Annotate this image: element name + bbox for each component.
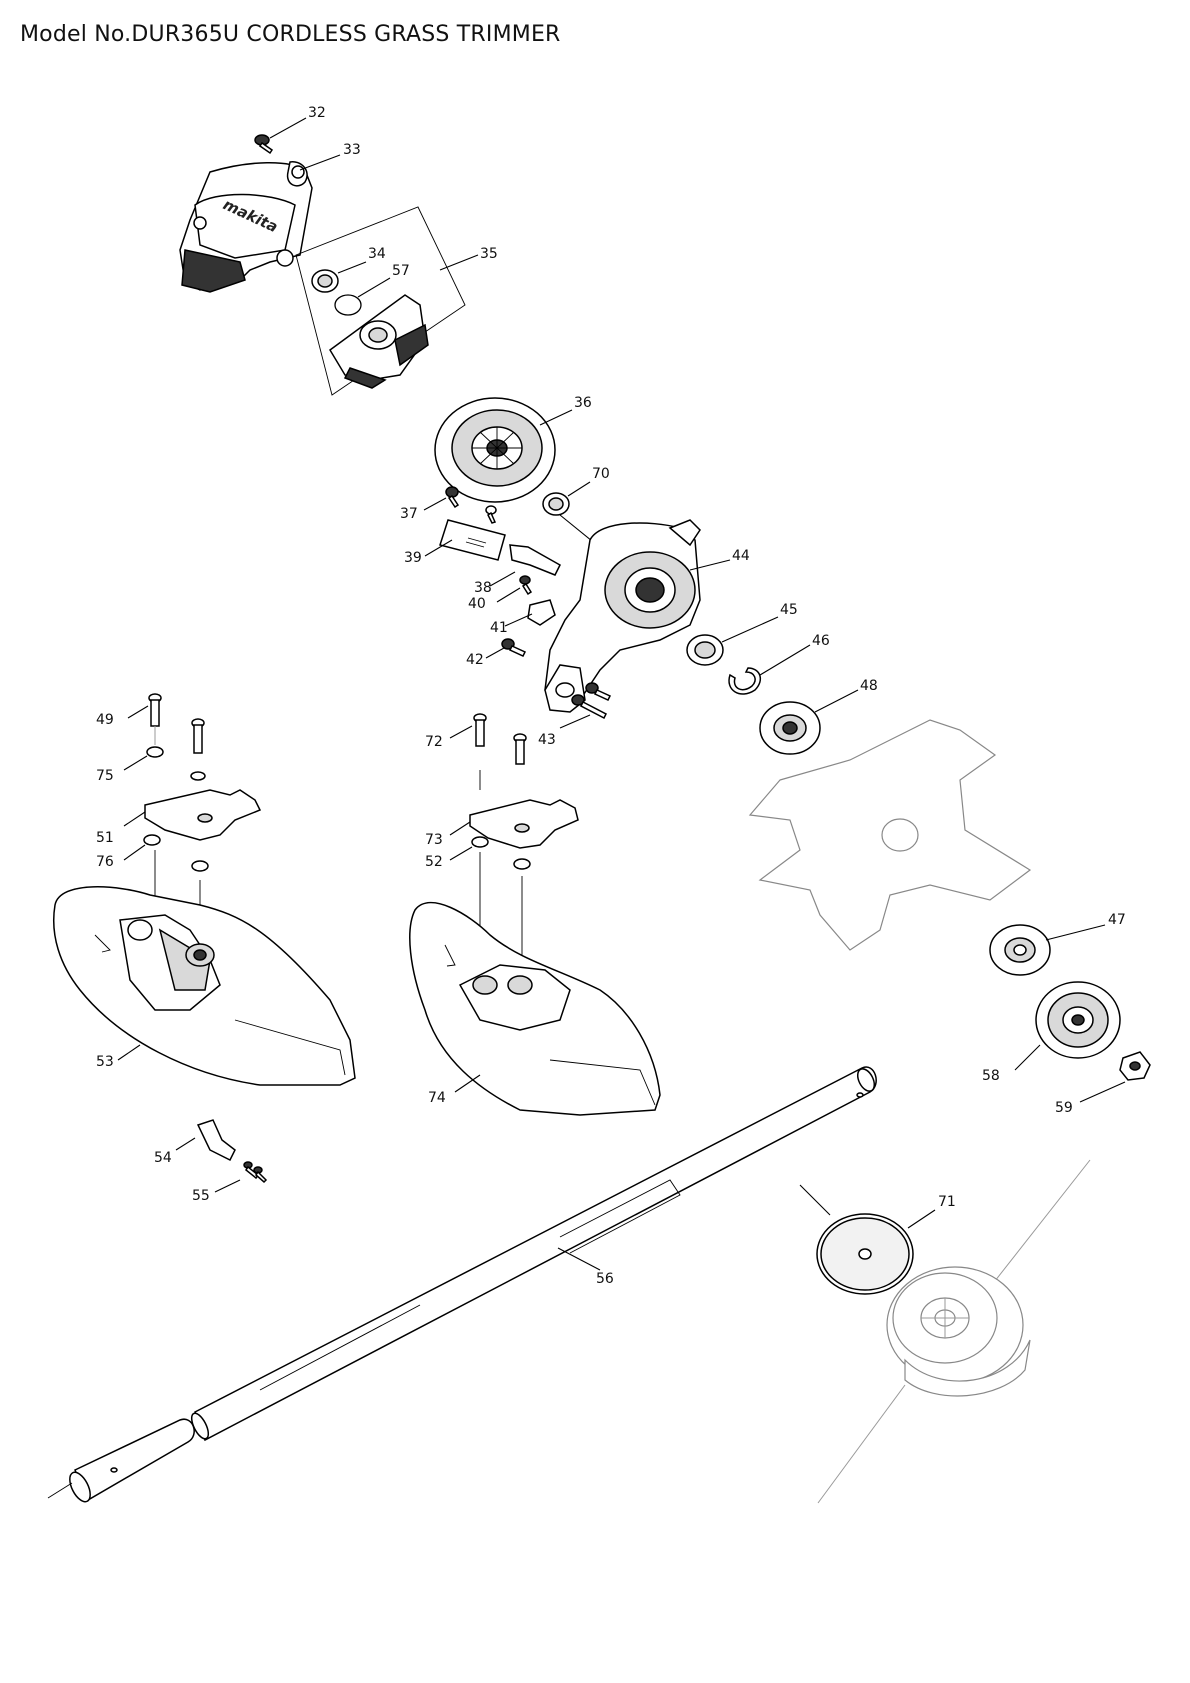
part-36-clutch-drum bbox=[434, 397, 573, 503]
callout-75: 75 bbox=[96, 768, 114, 784]
callout-35: 35 bbox=[480, 246, 498, 262]
callout-52: 52 bbox=[425, 854, 443, 870]
blade-outline bbox=[748, 719, 1032, 951]
callout-71: 71 bbox=[938, 1194, 956, 1210]
nylon-cutting-head-outline bbox=[817, 1159, 1091, 1504]
part-44-gear-housing bbox=[544, 519, 731, 713]
part-37-screw bbox=[423, 486, 497, 524]
callout-37: 37 bbox=[400, 506, 418, 522]
callout-53: 53 bbox=[96, 1054, 114, 1070]
part-72-bolt bbox=[449, 713, 527, 765]
part-45-bearing bbox=[686, 616, 779, 666]
part-48-washer bbox=[759, 689, 859, 755]
part-54-plate bbox=[175, 1119, 236, 1162]
callout-43: 43 bbox=[538, 732, 556, 748]
callout-47: 47 bbox=[1108, 912, 1126, 928]
callout-36: 36 bbox=[574, 395, 592, 411]
callout-48: 48 bbox=[860, 678, 878, 694]
part-71-plate bbox=[799, 1184, 936, 1295]
part-57-o-ring bbox=[334, 277, 391, 316]
part-56-shaft bbox=[47, 1066, 877, 1503]
callout-58: 58 bbox=[982, 1068, 1000, 1084]
part-43-screws bbox=[559, 682, 612, 729]
callout-32: 32 bbox=[308, 105, 326, 121]
callout-51: 51 bbox=[96, 830, 114, 846]
callout-44: 44 bbox=[732, 548, 750, 564]
part-34-bearing bbox=[311, 261, 367, 293]
callout-41: 41 bbox=[490, 620, 508, 636]
part-49-bolt bbox=[127, 693, 162, 745]
part-38-bracket bbox=[489, 544, 561, 587]
callout-46: 46 bbox=[812, 633, 830, 649]
part-33-top-cover: makita bbox=[179, 154, 341, 293]
part-left-bolt-2 bbox=[190, 718, 206, 781]
callout-45: 45 bbox=[780, 602, 798, 618]
page-title: Model No.DUR365U CORDLESS GRASS TRIMMER bbox=[20, 22, 561, 47]
part-42-screw bbox=[485, 638, 527, 659]
part-41-clip bbox=[504, 599, 556, 627]
callout-42: 42 bbox=[466, 652, 484, 668]
part-75-washer bbox=[123, 746, 164, 771]
callout-39: 39 bbox=[404, 550, 422, 566]
part-47-washer bbox=[989, 924, 1106, 976]
callout-56: 56 bbox=[596, 1271, 614, 1287]
callout-73: 73 bbox=[425, 832, 443, 848]
part-58-cup bbox=[1014, 981, 1121, 1071]
part-51-bracket bbox=[123, 789, 262, 841]
part-35-cam-plate bbox=[329, 294, 429, 389]
part-59-nut bbox=[1079, 1051, 1151, 1103]
callout-76: 76 bbox=[96, 854, 114, 870]
part-74-guard bbox=[409, 901, 661, 1116]
callout-34: 34 bbox=[368, 246, 386, 262]
part-52-nut bbox=[449, 836, 531, 870]
part-40-screw bbox=[496, 575, 533, 603]
part-32-screw bbox=[254, 117, 307, 155]
part-53-guard bbox=[53, 886, 356, 1086]
callout-57: 57 bbox=[392, 263, 410, 279]
part-76-nut bbox=[123, 834, 209, 872]
callout-72: 72 bbox=[425, 734, 443, 750]
callout-54: 54 bbox=[154, 1150, 172, 1166]
callout-49: 49 bbox=[96, 712, 114, 728]
callout-40: 40 bbox=[468, 596, 486, 612]
callout-55: 55 bbox=[192, 1188, 210, 1204]
part-55-screws bbox=[214, 1161, 268, 1193]
part-73-bracket bbox=[449, 799, 579, 849]
callout-70: 70 bbox=[592, 466, 610, 482]
callout-38: 38 bbox=[474, 580, 492, 596]
part-35-assembly-box bbox=[295, 206, 479, 396]
callout-59: 59 bbox=[1055, 1100, 1073, 1116]
part-46-circlip bbox=[728, 644, 811, 695]
part-39-plate bbox=[424, 519, 506, 561]
callout-33: 33 bbox=[343, 142, 361, 158]
callout-74: 74 bbox=[428, 1090, 446, 1106]
